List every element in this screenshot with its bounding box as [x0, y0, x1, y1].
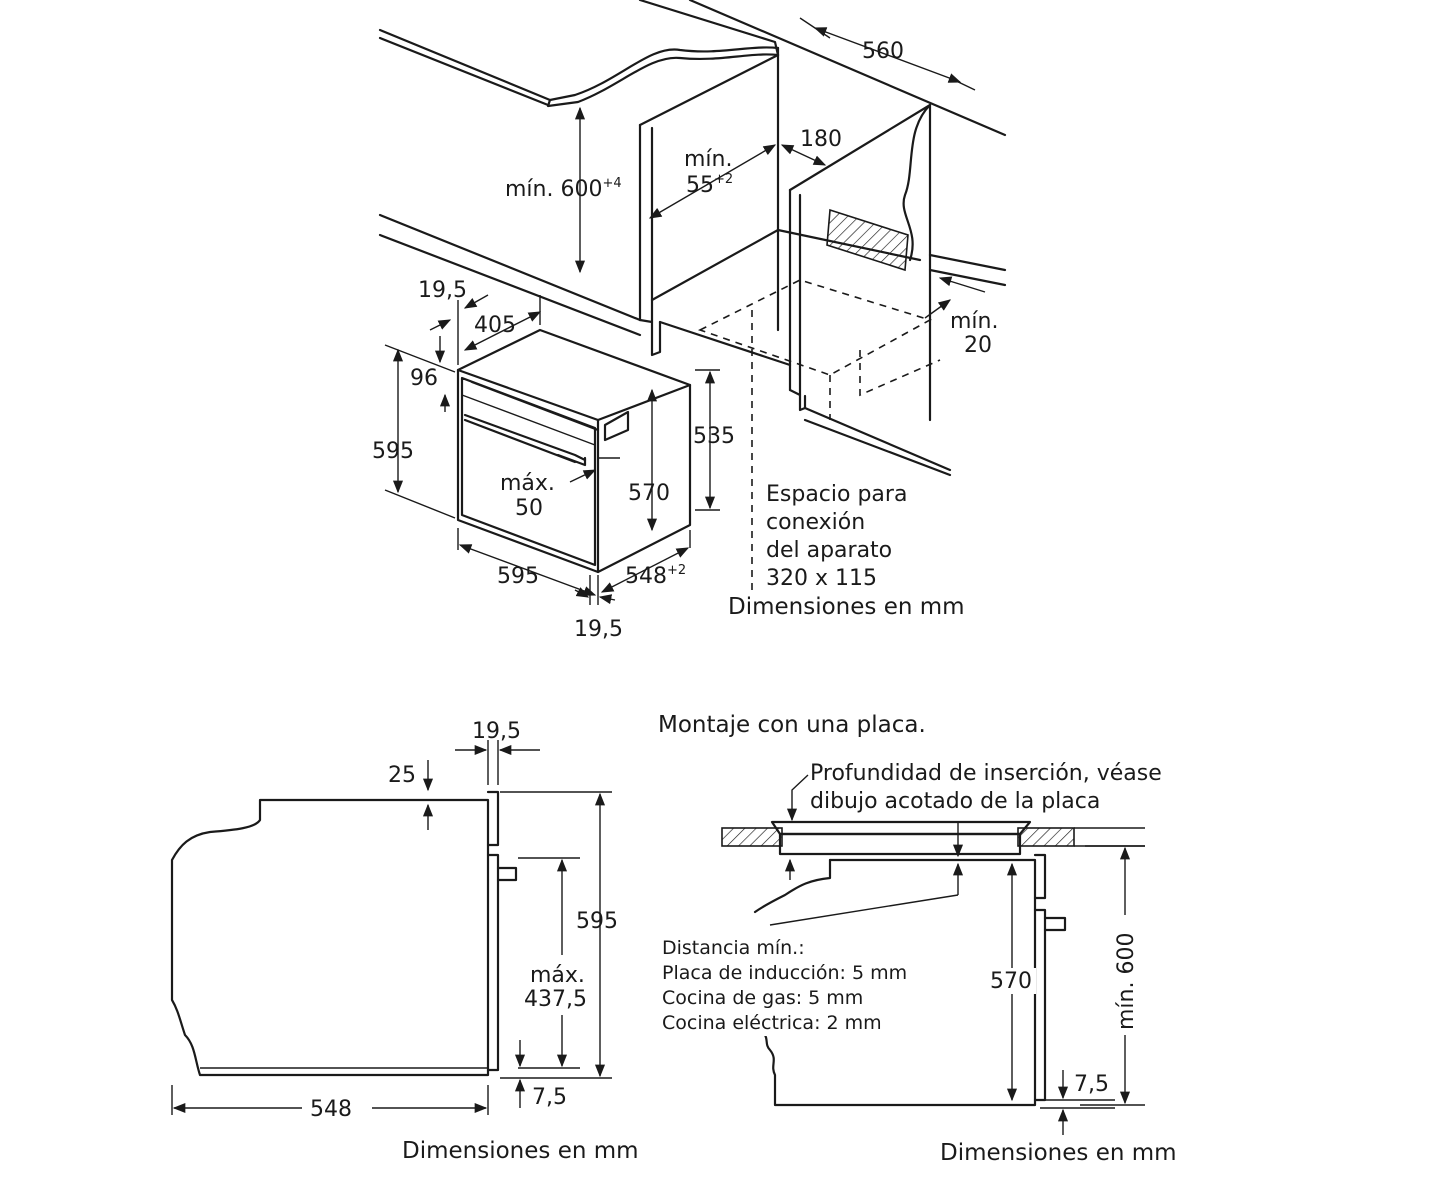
- dim-min55-line2: 55+2: [686, 172, 733, 198]
- distance-line-4: Cocina eléctrica: 2 mm: [662, 1012, 882, 1034]
- insertion-line-2: dibujo acotado de la placa: [810, 789, 1100, 814]
- br-dim-7-5-label: 7,5: [1074, 1072, 1109, 1097]
- bottom-left-side-view: 19,5 25 595 máx. 437,5 7,5 548: [170, 719, 618, 1122]
- connection-space-note: Espacio para conexión del aparato 320 x …: [766, 482, 907, 591]
- connection-line-1: Espacio para: [766, 482, 907, 507]
- distance-line-2: Placa de inducción: 5 mm: [662, 962, 907, 984]
- top-caption: Dimensiones en mm: [728, 594, 965, 620]
- hob-mount-title: Montaje con una placa.: [658, 712, 926, 738]
- br-dim-min600-label: mín. 600: [1114, 933, 1139, 1030]
- dim-405-label: 405: [474, 313, 516, 338]
- insertion-line-1: Profundidad de inserción, véase: [810, 761, 1162, 786]
- dim-max50-line1: máx.: [500, 471, 555, 496]
- dim-535-label: 535: [693, 424, 735, 449]
- distance-line-1: Distancia mín.:: [662, 937, 805, 959]
- dim-96-label: 96: [410, 366, 438, 391]
- bl-dim-7-5-label: 7,5: [532, 1085, 567, 1110]
- br-dim-570-label: 570: [990, 969, 1032, 994]
- dim-560-label: 560: [862, 39, 904, 64]
- dim-min20-line2: 20: [964, 333, 992, 358]
- connection-line-3: del aparato: [766, 538, 892, 563]
- top-cabinet-diagram: 560 mín. 600+4 mín. 55+2 180 mín. 20: [378, 0, 1007, 595]
- dim-548-top-label: 548+2: [625, 563, 686, 589]
- distance-line-3: Cocina de gas: 5 mm: [662, 987, 863, 1009]
- connection-line-2: conexión: [766, 510, 865, 535]
- bottom-left-caption: Dimensiones en mm: [402, 1138, 639, 1164]
- dim-595-bottom-label: 595: [497, 564, 539, 589]
- dim-min600-label: mín. 600+4: [505, 176, 622, 202]
- distance-note: Distancia mín.: Placa de inducción: 5 mm…: [660, 936, 950, 1036]
- dim-min20-line1: mín.: [950, 309, 998, 334]
- top-oven-perspective: 19,5 405 96 595 535 570 máx. 50 595 548+…: [372, 278, 735, 642]
- dim-19-5-top-label: 19,5: [418, 278, 467, 303]
- dim-min55-line1: mín.: [684, 147, 732, 172]
- dim-570-top-label: 570: [628, 481, 670, 506]
- bl-dim-max-line1: máx.: [530, 963, 585, 988]
- dim-180-label: 180: [800, 127, 842, 152]
- bottom-right-hob-view: 570 mín. 600 7,5: [721, 774, 1145, 1135]
- dim-595-left-label: 595: [372, 439, 414, 464]
- bl-dim-19-5-label: 19,5: [472, 719, 521, 744]
- dim-max50-line2: 50: [515, 496, 543, 521]
- bl-dim-25-label: 25: [388, 763, 416, 788]
- connection-line-4: 320 x 115: [766, 566, 877, 591]
- bl-dim-max-line2: 437,5: [524, 987, 587, 1012]
- dim-19-5-bottom-label: 19,5: [574, 617, 623, 642]
- bl-dim-595-label: 595: [576, 909, 618, 934]
- bottom-right-caption: Dimensiones en mm: [940, 1140, 1177, 1166]
- bl-dim-548-label: 548: [310, 1097, 352, 1122]
